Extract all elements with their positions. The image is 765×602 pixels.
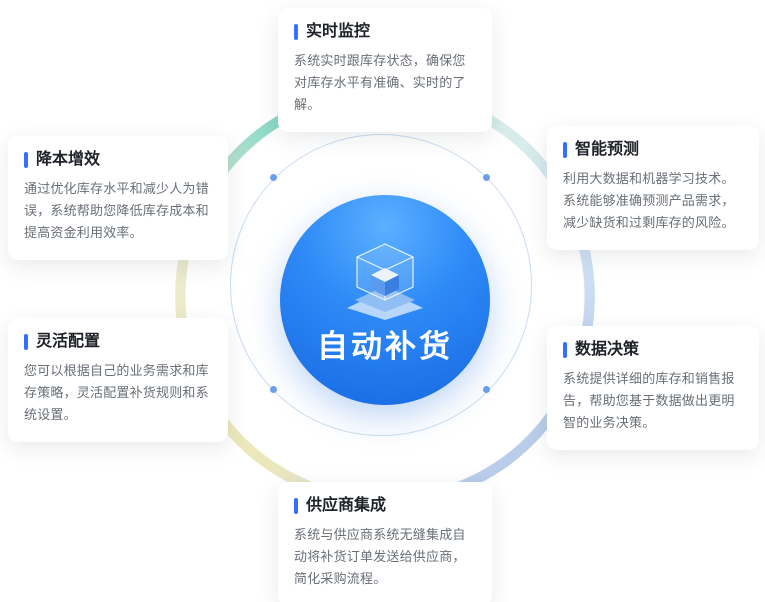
- card-description: 系统提供详细的库存和销售报告，帮助您基于数据做出更明智的业务决策。: [563, 371, 735, 430]
- card-description: 系统实时跟库存状态，确保您对库存水平有准确、实时的了解。: [294, 53, 466, 112]
- title-accent-bar: [563, 141, 567, 158]
- feature-card-supplier-integration: 供应商集成 系统与供应商系统无缝集成自动将补货订单发送给供应商，简化采购流程。: [278, 482, 492, 602]
- feature-card-realtime-monitoring: 实时监控 系统实时跟库存状态，确保您对库存水平有准确、实时的了解。: [278, 8, 492, 132]
- title-accent-bar: [24, 333, 28, 350]
- ring-dot-bottom-left: [270, 386, 277, 393]
- center-title: 自动补货: [317, 329, 453, 364]
- ring-dot-top-right: [483, 174, 490, 181]
- card-title: 灵活配置: [36, 333, 101, 350]
- ring-dot-bottom-right: [483, 386, 490, 393]
- card-title: 智能预测: [575, 141, 640, 158]
- title-accent-bar: [294, 497, 298, 514]
- card-description: 利用大数据和机器学习技术。系统能够准确预测产品需求，减少缺货和过剩库存的风险。: [563, 171, 735, 230]
- card-title: 数据决策: [575, 341, 640, 358]
- ring-dot-top-left: [270, 174, 277, 181]
- card-description: 您可以根据自己的业务需求和库存策略，灵活配置补货规则和系统设置。: [24, 363, 209, 422]
- card-description: 系统与供应商系统无缝集成自动将补货订单发送给供应商，简化采购流程。: [294, 527, 466, 586]
- title-accent-bar: [294, 23, 298, 40]
- replenishment-cube-icon: [335, 238, 435, 325]
- card-description: 通过优化库存水平和减少人为错误，系统帮助您降低库存成本和提高资金利用效率。: [24, 181, 209, 240]
- feature-card-cost-reduction: 降本增效 通过优化库存水平和减少人为错误，系统帮助您降低库存成本和提高资金利用效…: [8, 136, 228, 260]
- title-accent-bar: [563, 341, 567, 358]
- card-title: 供应商集成: [306, 497, 387, 514]
- feature-card-data-decision: 数据决策 系统提供详细的库存和销售报告，帮助您基于数据做出更明智的业务决策。: [547, 326, 759, 450]
- title-accent-bar: [24, 151, 28, 168]
- card-title: 降本增效: [36, 151, 101, 168]
- feature-card-flexible-config: 灵活配置 您可以根据自己的业务需求和库存策略，灵活配置补货规则和系统设置。: [8, 318, 228, 442]
- inner-circle: [230, 134, 532, 436]
- card-title: 实时监控: [306, 23, 371, 40]
- feature-card-smart-forecast: 智能预测 利用大数据和机器学习技术。系统能够准确预测产品需求，减少缺货和过剩库存…: [547, 126, 759, 250]
- center-circle: 自动补货: [280, 195, 490, 405]
